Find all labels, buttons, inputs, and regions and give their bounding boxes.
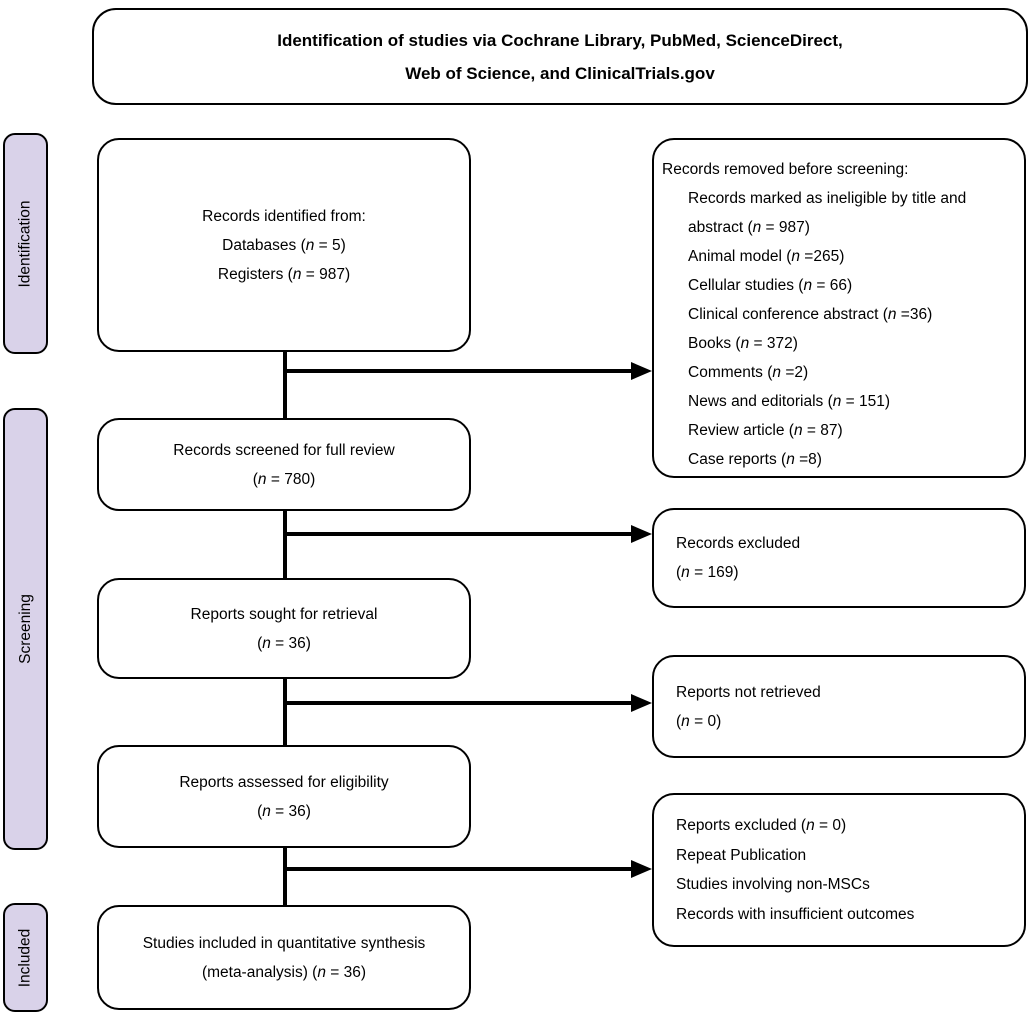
diagram-title-box: Identification of studies via Cochrane L… <box>92 8 1028 105</box>
removed-item-review-article: Review article (n = 87) <box>688 422 843 439</box>
reports-sought-line: Reports sought for retrieval <box>190 605 378 623</box>
arrow-to-reports-excluded <box>285 867 632 871</box>
records-excluded-count: (n = 169) <box>676 564 739 581</box>
records-identified-databases: Databases (n = 5) <box>222 236 346 254</box>
records-excluded-line: Records excluded <box>676 535 801 552</box>
exclusion-box-reports-not-retrieved: Reports not retrieved (n = 0) <box>652 655 1026 758</box>
connector-assessed-to-included <box>283 846 287 905</box>
flow-box-reports-sought: Reports sought for retrieval (n = 36) <box>97 578 471 679</box>
studies-included-line: Studies included in quantitative synthes… <box>142 934 426 952</box>
flow-box-records-identified: Records identified from: Databases (n = … <box>97 138 471 352</box>
arrow-to-records-excluded <box>285 532 632 536</box>
stage-label-screening-text: Screening <box>16 594 34 664</box>
stage-label-identification: Identification <box>3 133 48 354</box>
exclusion-box-records-removed: Records removed before screening: Record… <box>652 138 1026 478</box>
removed-item-conference-abstract: Clinical conference abstract (n =36) <box>688 306 933 323</box>
flow-box-reports-assessed: Reports assessed for eligibility (n = 36… <box>97 745 471 848</box>
removed-item-news-editorials: News and editorials (n = 151) <box>688 393 891 410</box>
connector-screened-to-sought <box>283 509 287 578</box>
arrow-to-records-removed <box>285 369 632 373</box>
reports-excluded-insufficient-outcomes: Records with insufficient outcomes <box>676 905 915 923</box>
exclusion-box-reports-excluded: Reports excluded (n = 0) Repeat Publicat… <box>652 793 1026 947</box>
removed-item-case-reports: Case reports (n =8) <box>688 451 822 468</box>
reports-excluded-non-mscs: Studies involving non-MSCs <box>676 876 870 893</box>
flow-box-studies-included: Studies included in quantitative synthes… <box>97 905 471 1010</box>
diagram-title-line2: Web of Science, and ClinicalTrials.gov <box>405 63 715 83</box>
records-identified-registers: Registers (n = 987) <box>217 265 351 283</box>
connector-sought-to-assessed <box>283 677 287 745</box>
arrow-to-reports-not-retrieved <box>285 701 632 705</box>
studies-included-count: (meta-analysis) (n = 36) <box>201 963 367 981</box>
arrowhead-records-excluded-icon <box>631 525 652 543</box>
stage-label-identification-text: Identification <box>16 199 34 288</box>
records-identified-line: Records identified from: <box>202 207 366 225</box>
diagram-title-line1: Identification of studies via Cochrane L… <box>277 30 843 50</box>
stage-label-included-text: Included <box>16 928 34 987</box>
reports-assessed-line: Reports assessed for eligibility <box>179 773 389 791</box>
reports-excluded-repeat-publication: Repeat Publication <box>676 846 807 864</box>
exclusion-box-records-excluded: Records excluded (n = 169) <box>652 508 1026 608</box>
stage-label-included: Included <box>3 903 48 1012</box>
records-removed-heading: Records removed before screening: <box>662 161 909 178</box>
records-screened-line: Records screened for full review <box>173 441 395 459</box>
removed-item-comments: Comments (n =2) <box>688 364 809 381</box>
reports-sought-count: (n = 36) <box>257 634 311 652</box>
removed-item-animal-model: Animal model (n =265) <box>688 248 845 265</box>
reports-excluded-line: Reports excluded (n = 0) <box>676 817 847 834</box>
removed-item-ineligible: Records marked as ineligible by title an… <box>688 190 967 236</box>
removed-item-cellular-studies: Cellular studies (n = 66) <box>688 277 853 294</box>
records-screened-count: (n = 780) <box>252 470 316 488</box>
removed-item-books: Books (n = 372) <box>688 335 798 352</box>
arrowhead-reports-not-retrieved-icon <box>631 694 652 712</box>
flow-box-records-screened: Records screened for full review (n = 78… <box>97 418 471 511</box>
reports-not-retrieved-count: (n = 0) <box>676 712 722 730</box>
reports-assessed-count: (n = 36) <box>257 802 311 820</box>
stage-label-screening: Screening <box>3 408 48 850</box>
records-removed-items: Records marked as ineligible by title an… <box>662 184 1018 474</box>
arrowhead-reports-excluded-icon <box>631 860 652 878</box>
connector-identified-to-screened <box>283 350 287 418</box>
arrowhead-records-removed-icon <box>631 362 652 380</box>
reports-not-retrieved-line: Reports not retrieved <box>676 683 821 701</box>
